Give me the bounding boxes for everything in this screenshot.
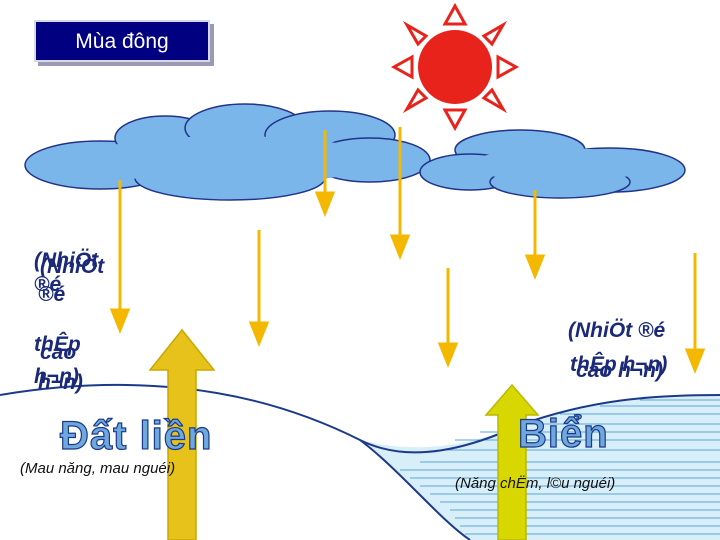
sea-label-line2-b: cao h¬n) xyxy=(576,360,663,382)
land-label-b-line1: (NhiÖt xyxy=(40,256,104,278)
land-note: (Mau năng, mau nguéi) xyxy=(20,460,175,477)
season-title: Mùa đông xyxy=(34,20,210,62)
land-temperature-label: (NhiÖt ®é thÊp h¬n) (NhiÖt ®é cao h¬n) xyxy=(34,250,144,390)
sea-temperature-label: (NhiÖt ®é thÊp h¬n) cao h¬n) xyxy=(568,320,708,390)
land-label-b-line2: ®é xyxy=(38,284,65,306)
sea-title: Biển xyxy=(518,412,609,457)
sea-label-line1: (NhiÖt ®é xyxy=(568,320,665,342)
sea-note: (Năng chËm, l©u nguéi) xyxy=(455,475,615,492)
land-label-b-line4: h¬n) xyxy=(38,372,83,394)
land-title: Đất liền xyxy=(60,414,212,459)
land-label-b-line3: cao xyxy=(40,342,76,364)
sun-icon xyxy=(394,6,516,128)
